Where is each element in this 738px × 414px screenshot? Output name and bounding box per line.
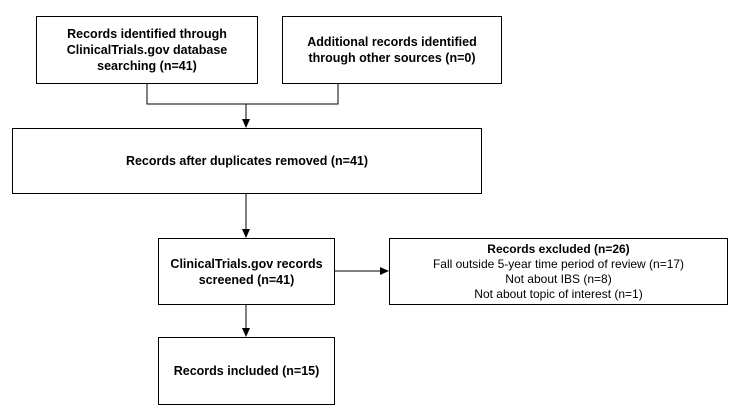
merge-connector <box>146 83 339 105</box>
records-after-duplicates-box: Records after duplicates removed (n=41) <box>12 128 482 194</box>
box-text-line: Records identified through <box>67 27 227 41</box>
box-text-line: Records after duplicates removed (n=41) <box>125 154 369 168</box>
excluded-title: Records excluded (n=26) <box>487 241 630 256</box>
records-identified-database-box: Records identified through ClinicalTrial… <box>36 16 258 84</box>
records-screened-box: ClinicalTrials.gov records screened (n=4… <box>158 238 335 305</box>
records-identified-other-sources-box: Additional records identified through ot… <box>282 16 502 84</box>
records-included-box: Records included (n=15) <box>158 337 335 405</box>
excluded-reason: Fall outside 5-year time period of revie… <box>432 256 685 271</box>
box-text-line: Additional records identified <box>307 35 477 49</box>
excluded-reason: Not about topic of interest (n=1) <box>474 286 643 301</box>
box-text-line: through other sources (n=0) <box>308 51 476 65</box>
box-text-line: Records included (n=15) <box>173 364 320 378</box>
box-text-line: ClinicalTrials.gov database <box>66 43 228 57</box>
excluded-reason: Not about IBS (n=8) <box>505 271 612 286</box>
box-text-line: screened (n=41) <box>198 272 295 287</box>
box-text-line: searching (n=41) <box>97 59 197 73</box>
box-text-line: ClinicalTrials.gov records <box>170 256 323 271</box>
records-excluded-box: Records excluded (n=26) Fall outside 5-y… <box>389 238 728 305</box>
